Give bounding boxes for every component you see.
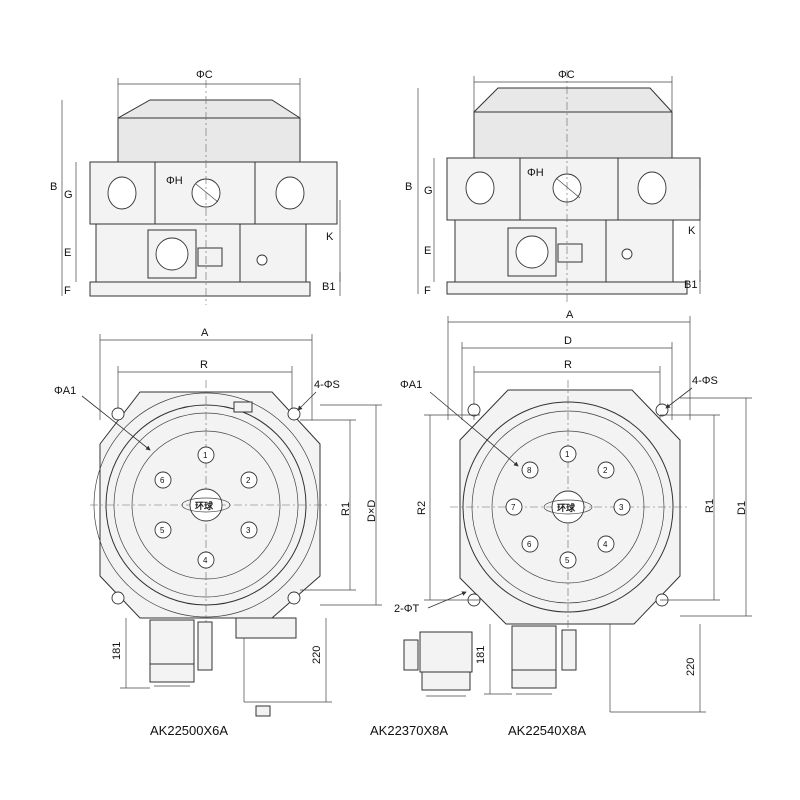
mount-hole: [111, 407, 125, 421]
dim-e: E: [64, 247, 71, 259]
dim-k: K: [688, 225, 696, 237]
dim-phi-a1: ΦA1: [400, 379, 422, 391]
dim-dxd: D×D: [366, 500, 378, 522]
dim-phi-c: ΦC: [196, 69, 213, 81]
right-plan-view: A D R 1 2 3 4 5 6 7 8 环球 ΦA1 4-ΦS: [394, 309, 752, 713]
station-5: 5: [565, 556, 570, 565]
dim-r: R: [200, 359, 208, 371]
logo-text: 环球: [195, 500, 214, 511]
station-6: 6: [160, 476, 165, 485]
station-3: 3: [246, 526, 251, 535]
dim-r: R: [564, 359, 572, 371]
dim-4-phi-s: 4-ΦS: [314, 379, 340, 391]
base-plate: [89, 281, 311, 297]
dim-r1: R1: [704, 499, 716, 513]
dim-e: E: [424, 245, 431, 257]
alt-motor-housing: [419, 631, 473, 673]
brand-logo: [551, 490, 585, 524]
model-label-right: AK22540X8A: [508, 723, 586, 738]
side-window-right: [275, 176, 305, 210]
dim-phi-a1: ΦA1: [54, 385, 76, 397]
side-window-left: [465, 171, 495, 205]
mount-hole: [111, 591, 125, 605]
dim-r2: R2: [416, 501, 428, 515]
mount-hole: [287, 591, 301, 605]
dim-b1: B1: [322, 281, 335, 293]
dim-g: G: [64, 189, 73, 201]
dim-g: G: [424, 185, 433, 197]
brand-logo: [189, 488, 223, 522]
dim-b: B: [50, 181, 57, 193]
station-1: 1: [565, 450, 570, 459]
dim-2-phi-t: 2-ΦT: [394, 603, 420, 615]
dim-d1: D1: [736, 501, 748, 515]
dim-phi-h: ΦH: [166, 175, 183, 187]
mount-hole: [655, 403, 669, 417]
right-side-view: ΦC ΦH B G E F K B1: [405, 69, 701, 302]
side-window-right: [637, 171, 667, 205]
logo-text: 环球: [557, 502, 576, 513]
mount-hole: [287, 407, 301, 421]
top-cover: [117, 99, 301, 163]
station-2: 2: [603, 466, 608, 475]
dim-d: D: [564, 335, 572, 347]
dim-b: B: [405, 181, 412, 193]
model-label-left: AK22500X6A: [150, 723, 228, 738]
left-side-view: ΦC ΦH B G E F K B1: [50, 69, 341, 305]
station-1: 1: [203, 451, 208, 460]
dim-r1: R1: [340, 502, 352, 516]
dim-f: F: [64, 285, 71, 297]
station-7: 7: [511, 503, 516, 512]
dim-181: 181: [111, 642, 123, 660]
left-plan-view: A R 1 2 3 4 5 6 环球 ΦA1 4-ΦS: [54, 327, 382, 717]
station-4: 4: [203, 556, 208, 565]
dim-181: 181: [475, 646, 487, 664]
station-2: 2: [246, 476, 251, 485]
motor-housing: [149, 619, 195, 665]
dim-4-phi-s: 4-ΦS: [692, 375, 718, 387]
station-4: 4: [603, 540, 608, 549]
dim-f: F: [424, 285, 431, 297]
station-6: 6: [527, 540, 532, 549]
dim-a: A: [201, 327, 209, 339]
dim-k: K: [326, 231, 334, 243]
side-window-left: [107, 176, 137, 210]
dim-220: 220: [685, 658, 697, 676]
model-label-middle: AK22370X8A: [370, 723, 448, 738]
top-cover: [473, 87, 673, 159]
dim-b1: B1: [684, 279, 697, 291]
station-3: 3: [619, 503, 624, 512]
station-8: 8: [527, 466, 532, 475]
dim-phi-c: ΦC: [558, 69, 575, 81]
mount-hole: [467, 403, 481, 417]
dim-220: 220: [311, 646, 323, 664]
dim-phi-h: ΦH: [527, 167, 544, 179]
dim-a: A: [566, 309, 574, 321]
motor-housing: [511, 625, 557, 671]
station-5: 5: [160, 526, 165, 535]
